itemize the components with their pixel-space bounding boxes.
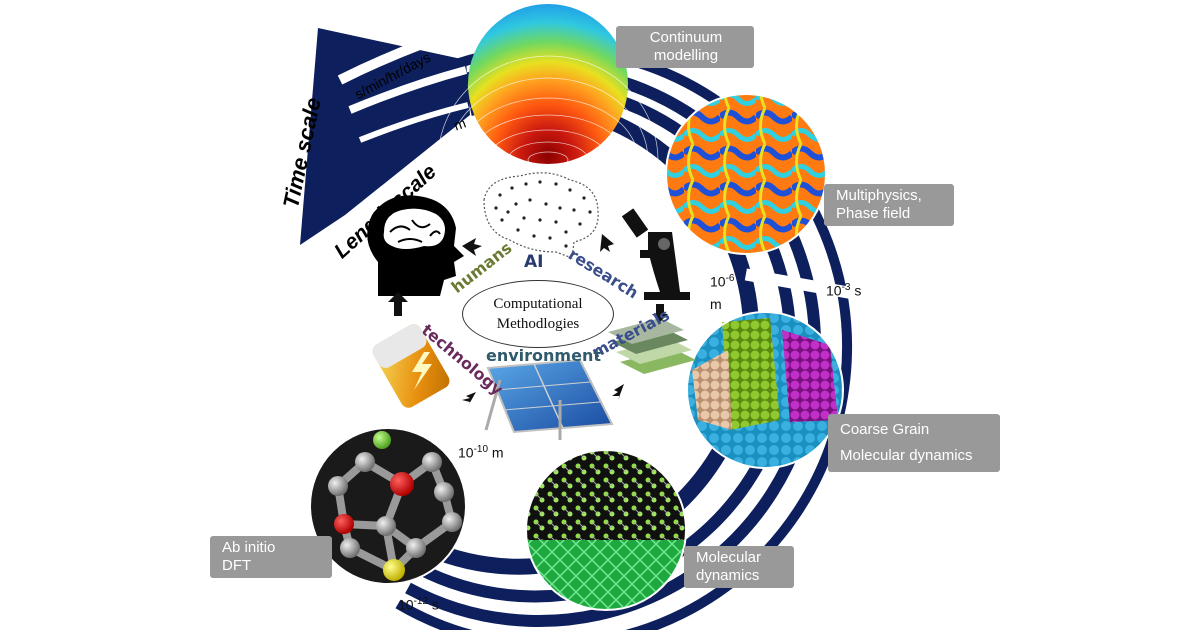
label-ab-initio-line2: DFT xyxy=(222,557,252,574)
length-micro-unit: m xyxy=(710,295,722,312)
time-pico-unit: s xyxy=(428,596,439,613)
label-multiphysics: Multiphysics, Phase field xyxy=(824,184,954,226)
time-milli: 10-3 s xyxy=(826,282,861,299)
scale-arrow xyxy=(300,25,470,245)
time-pico-base: 10 xyxy=(398,596,414,613)
time-milli-base: 10 xyxy=(826,282,842,299)
time-milli-exp: -3 xyxy=(841,282,851,293)
length-angstrom-base: 10 xyxy=(458,444,474,461)
label-coarse-grain-line2: Molecular dynamics xyxy=(840,447,973,464)
scale-gap-marker xyxy=(744,268,870,303)
phase-field-sphere xyxy=(665,93,827,255)
ab-initio-sphere xyxy=(309,427,467,585)
label-multiphysics-line2: Phase field xyxy=(836,205,911,222)
label-continuum-text: Continuum modelling xyxy=(649,29,723,64)
length-micro: 10-6 m xyxy=(710,268,734,315)
label-md-line2: dynamics xyxy=(696,567,760,584)
time-pico-exp: -12 xyxy=(413,596,429,607)
label-coarse-grain-line1: Coarse Grain xyxy=(840,421,930,438)
length-angstrom-unit: m xyxy=(488,444,504,461)
continuum-sphere xyxy=(437,4,659,265)
label-molecular-dynamics: Molecular dynamics xyxy=(684,546,794,588)
length-angstrom-exp: -10 xyxy=(473,444,489,455)
label-multiphysics-line1: Multiphysics, xyxy=(836,187,922,204)
cycle-arrows xyxy=(388,234,668,406)
cycle-word-ai: AI xyxy=(524,252,544,272)
computational-methodologies-oval: Computational Methodlogies xyxy=(462,280,614,348)
time-pico: 10-12 s xyxy=(398,596,439,613)
label-md-line1: Molecular xyxy=(696,549,762,566)
battery-icon xyxy=(372,324,450,408)
length-angstrom: 10-10 m xyxy=(458,444,504,461)
centre-line1: Computational xyxy=(493,296,583,312)
length-micro-exp: -6 xyxy=(725,273,735,284)
materials-layers-icon xyxy=(608,318,696,374)
label-ab-initio: Ab initio DFT xyxy=(210,536,332,578)
microscope-icon xyxy=(621,208,690,300)
centre-line2: Methodlogies xyxy=(496,316,580,332)
solar-panel-icon xyxy=(484,358,614,440)
molecular-dynamics-sphere xyxy=(525,449,687,611)
cycle-word-environment: environment xyxy=(486,346,601,365)
ai-brain-icon xyxy=(483,172,599,259)
label-coarse-grain: Coarse Grain Molecular dynamics xyxy=(828,414,1000,472)
label-continuum: Continuum modelling xyxy=(616,26,754,68)
label-ab-initio-line1: Ab initio xyxy=(222,539,276,556)
time-milli-unit: s xyxy=(850,282,862,299)
human-head-icon xyxy=(367,195,464,296)
coarse-grain-sphere xyxy=(686,311,844,469)
length-micro-base: 10 xyxy=(710,273,726,290)
